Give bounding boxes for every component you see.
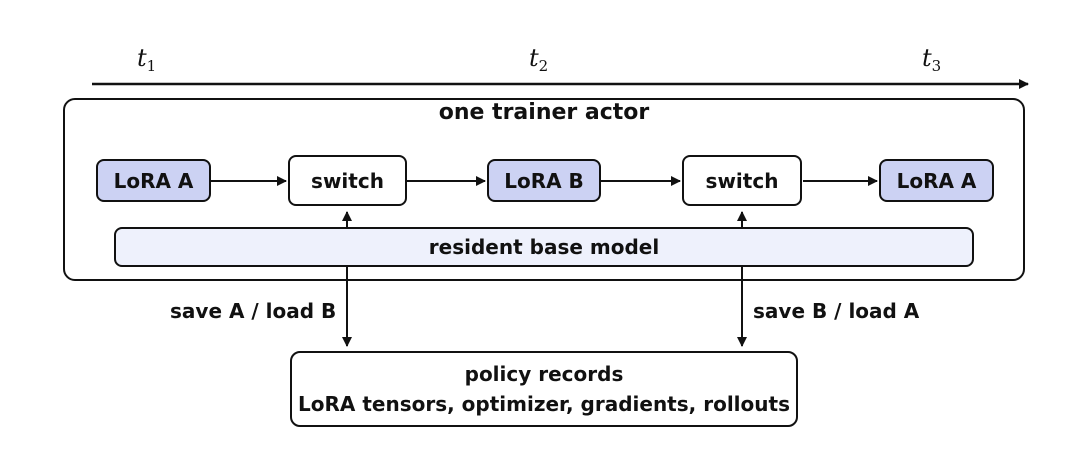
time-label-t1: t1 [137, 44, 157, 75]
save-a-load-b-label: save A / load B [170, 299, 337, 323]
time-label-t2: t2 [529, 44, 549, 75]
policy-records-contents: LoRA tensors, optimizer, gradients, roll… [298, 392, 790, 416]
resident-base-model: resident base model [114, 227, 974, 267]
lora-b-node: LoRA B [487, 159, 601, 202]
save-b-load-a-label: save B / load A [753, 299, 920, 323]
lora-a-node-end: LoRA A [879, 159, 994, 202]
trainer-actor-title: one trainer actor [438, 100, 650, 125]
policy-records-box: policy records LoRA tensors, optimizer, … [290, 351, 798, 427]
trainer-actor-box [63, 98, 1025, 281]
switch-node-1: switch [288, 155, 407, 206]
time-label-t3: t3 [922, 44, 942, 75]
switch-node-2: switch [682, 155, 802, 206]
policy-records-title: policy records [464, 362, 624, 386]
lora-a-node-start: LoRA A [96, 159, 211, 202]
